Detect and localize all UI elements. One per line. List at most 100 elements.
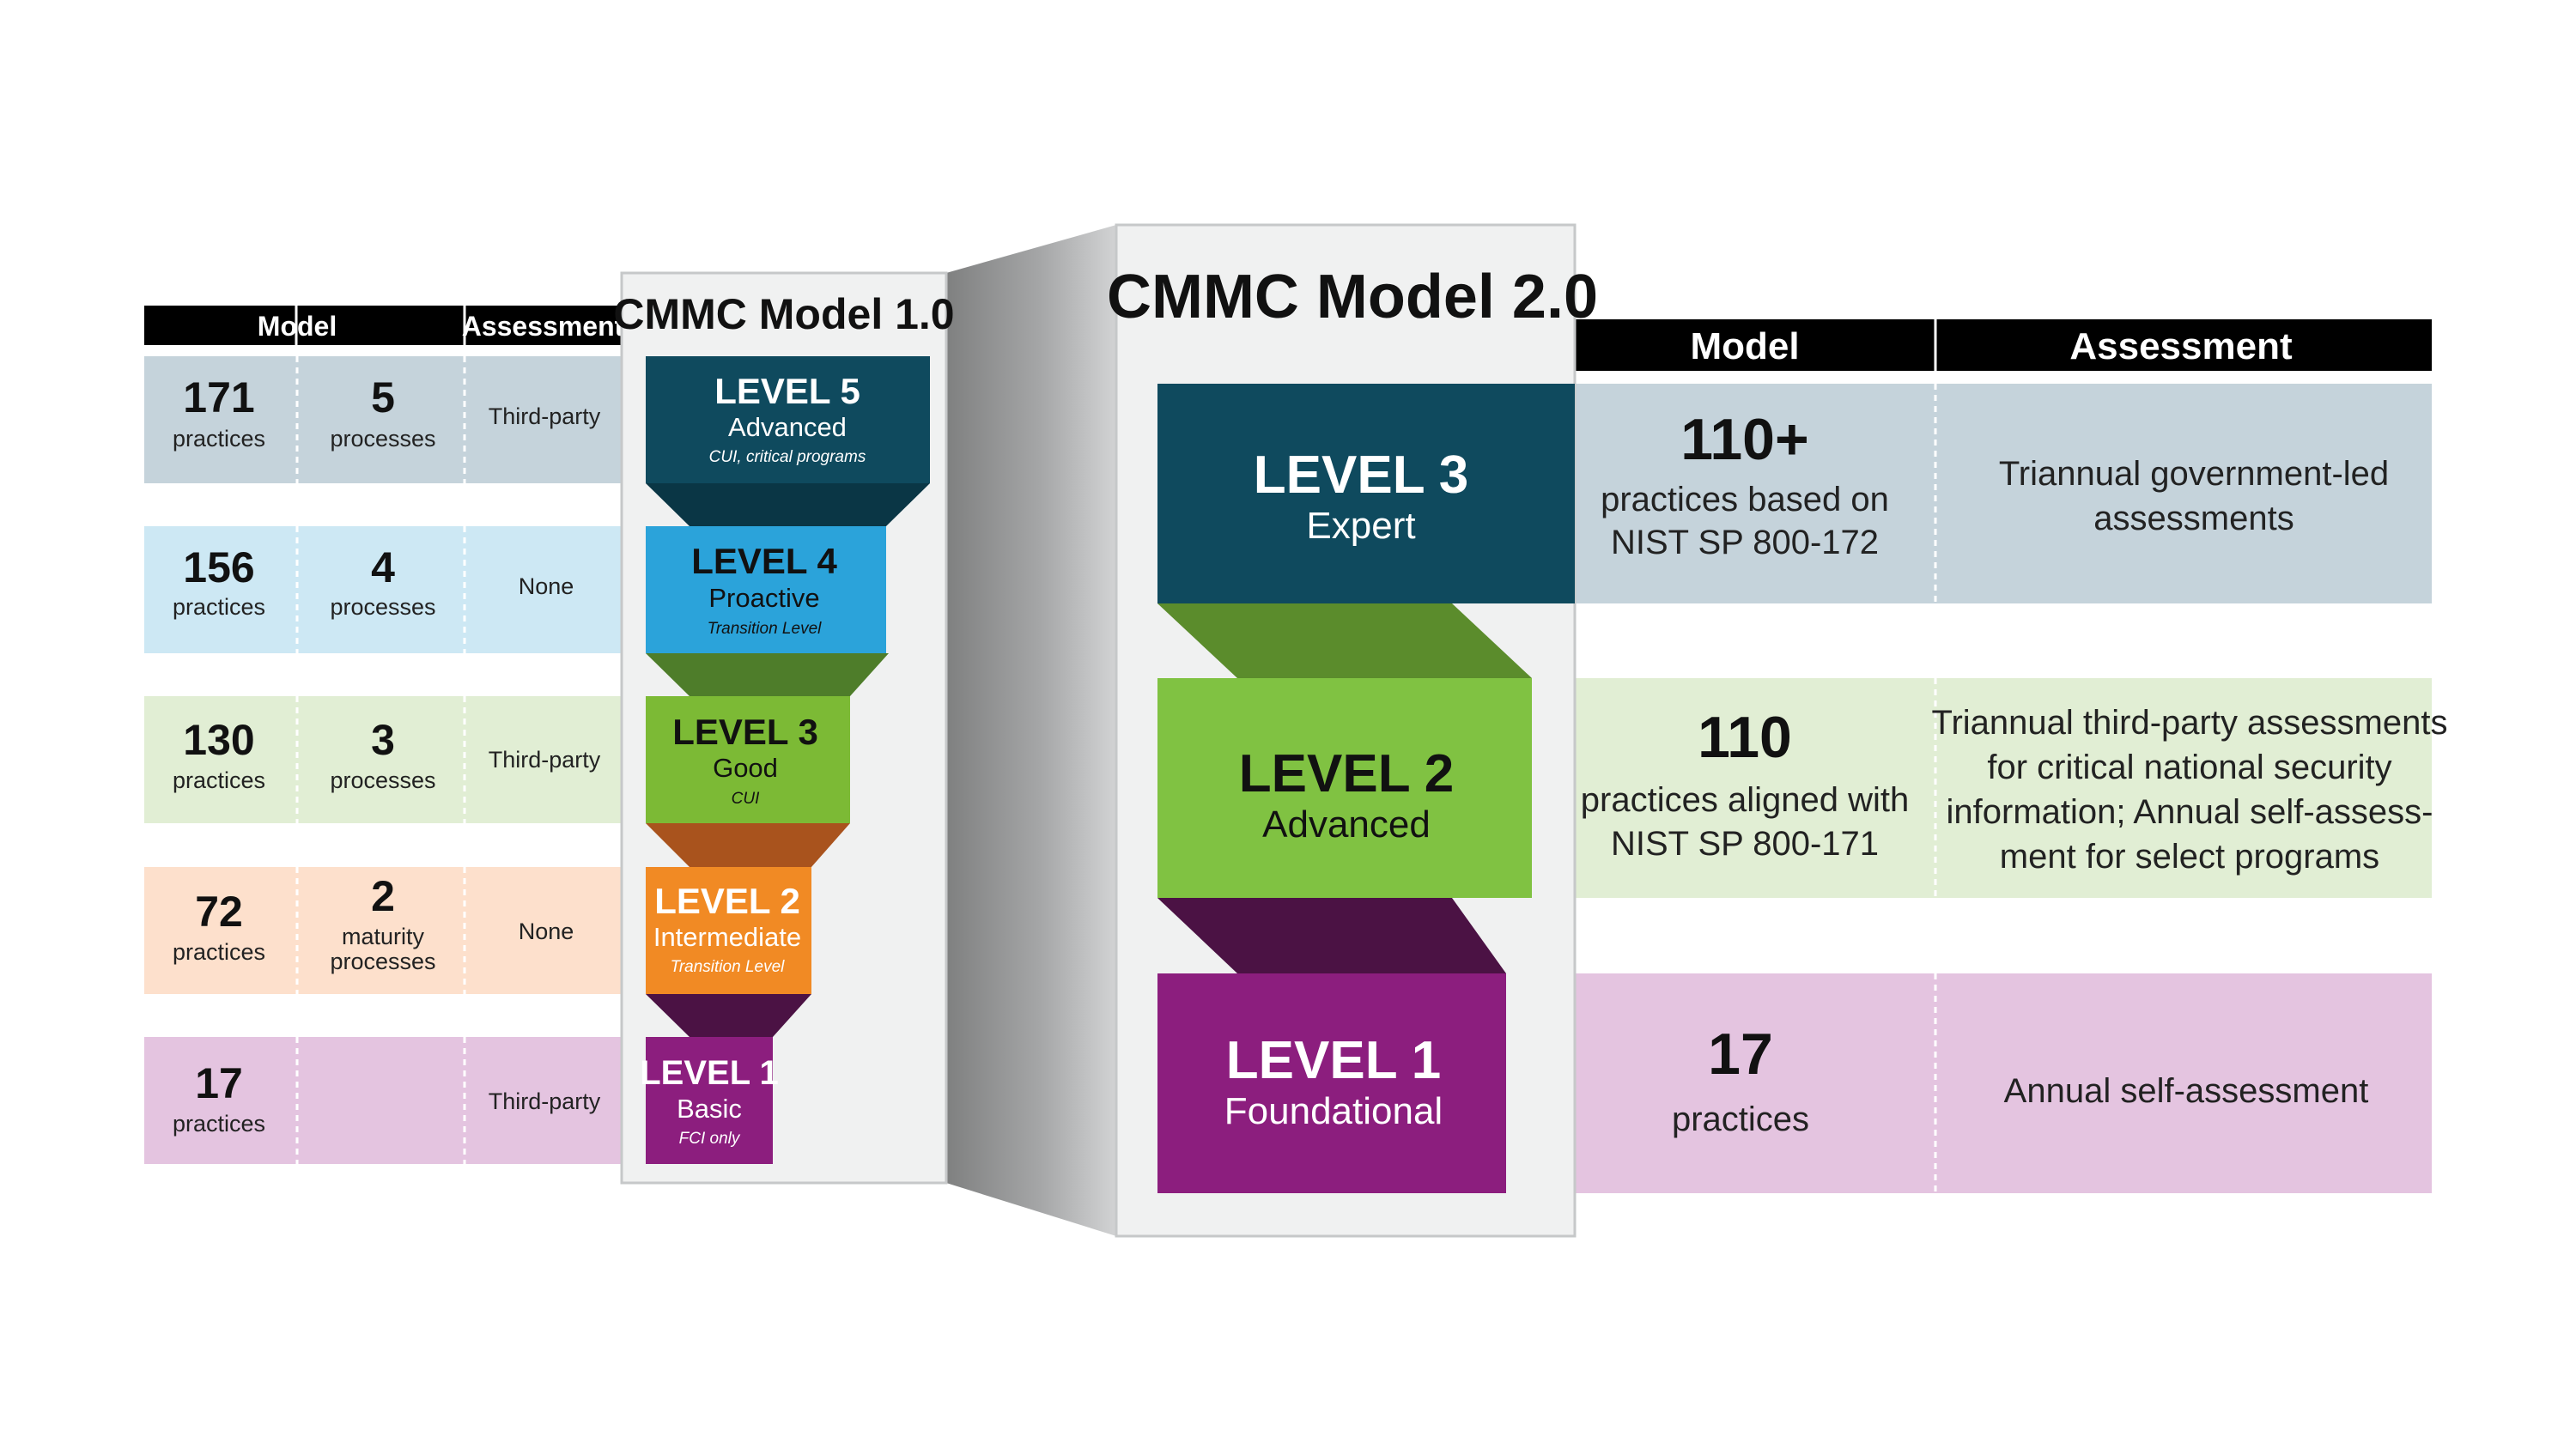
v1-level-5-sub: CUI, critical programs (709, 448, 866, 466)
v2-assessment-line: information; Annual self-assess- (1947, 793, 2433, 831)
v2-header-bar (1575, 319, 2432, 371)
v1-practices-label: practices (173, 594, 265, 620)
v2-practice-count: 110 (1698, 705, 1792, 770)
v1-fold-3-2 (646, 823, 850, 867)
v2-practice-desc: practices aligned with (1581, 781, 1909, 819)
v2-assessment-line: Annual self-assessment (2004, 1072, 2369, 1110)
v1-level-2-name: LEVEL 2 (654, 881, 800, 921)
v2-assessment-line: Triannual third-party assessments (1932, 704, 2448, 742)
v1-assessment: Third-party (489, 403, 601, 429)
v2-level-1-desc: Foundational (1224, 1090, 1443, 1132)
v1-row-2 (144, 867, 623, 994)
v2-row-1 (1503, 973, 2432, 1193)
v1-processes-num: 5 (371, 373, 395, 421)
v1-fold-2-1 (646, 994, 811, 1037)
v1-fold-5-4 (646, 483, 930, 526)
v1-level-1 (646, 1037, 773, 1164)
v1-level-2 (646, 867, 811, 994)
v1-practices-num: 156 (183, 543, 254, 591)
v1-processes-num: 2 (371, 872, 395, 920)
v2-practice-count: 110+ (1680, 407, 1808, 472)
v1-processes-label: processes (330, 594, 435, 620)
v2-level-3 (1157, 384, 1575, 603)
v2-practice-desc: practices based on (1601, 481, 1889, 518)
v1-level-2-desc: Intermediate (653, 922, 801, 952)
v1-level-1-block: LEVEL 1 Basic FCI only (640, 1037, 779, 1164)
v1-panel: CMMC Model 1.0 LEVEL 5 Advanced CUI, cri… (613, 271, 955, 1185)
v1-processes-label: processes (330, 426, 435, 452)
v2-section: Model Assessment (1503, 319, 2432, 1193)
v2-row-3 (1575, 384, 2432, 603)
v1-header-model: Model (258, 311, 337, 342)
connector-bridge (946, 225, 1116, 1236)
v1-level-4-name: LEVEL 4 (691, 541, 837, 581)
v1-processes-label: maturity (342, 924, 425, 949)
v1-level-3-desc: Good (713, 753, 778, 783)
v2-header-model: Model (1690, 325, 1799, 367)
v1-row-3 (144, 696, 623, 823)
v1-practices-label: practices (173, 1111, 265, 1137)
v1-row-1 (144, 1037, 623, 1164)
v2-practice-desc-2: NIST SP 800-172 (1611, 524, 1879, 561)
v1-level-3 (646, 696, 850, 823)
v1-level-5-name: LEVEL 5 (714, 371, 860, 411)
v1-level-1-desc: Basic (677, 1094, 742, 1124)
v1-practices-label: practices (173, 426, 265, 452)
v2-level-2-name: LEVEL 2 (1239, 744, 1454, 803)
v1-assessment: Third-party (489, 747, 601, 773)
v1-assessment: None (519, 919, 574, 944)
v1-header-assessment: Assessment (462, 311, 624, 342)
v2-row-2 (1503, 678, 2432, 898)
v2-level-3-desc: Expert (1306, 505, 1415, 547)
v1-header-bar (144, 306, 621, 345)
v1-level-2-block: LEVEL 2 Intermediate Transition Level (646, 867, 811, 994)
v1-processes-label-2: processes (330, 949, 435, 974)
v1-assessment: Third-party (489, 1088, 601, 1114)
v2-level-2 (1157, 678, 1532, 898)
v1-practices-num: 171 (183, 373, 254, 421)
v2-assessment-line: assessments (2093, 500, 2293, 537)
v2-fold-3-2 (1157, 603, 1532, 678)
v2-assessment-line: ment for select programs (2000, 838, 2379, 876)
v1-level-5-desc: Advanced (728, 412, 847, 442)
v2-panel: CMMC Model 2.0 LEVEL 3 Expert LEVEL 2 Ad… (1107, 223, 1598, 1238)
v1-level-4-desc: Proactive (708, 583, 819, 613)
v1-level-4 (646, 526, 886, 653)
v1-level-4-block: LEVEL 4 Proactive Transition Level (646, 526, 886, 653)
v1-practices-label: practices (173, 939, 265, 965)
v1-level-3-block: LEVEL 3 Good CUI (646, 696, 850, 823)
v1-level-2-sub: Transition Level (671, 958, 785, 976)
v1-fold-4-3 (646, 653, 889, 696)
v2-level-1 (1157, 973, 1506, 1193)
v1-level-3-sub: CUI (732, 790, 760, 808)
v1-level-5-block: LEVEL 5 Advanced CUI, critical programs (646, 356, 930, 483)
v1-processes-num: 4 (371, 543, 395, 591)
v1-practices-num: 17 (195, 1059, 243, 1107)
v2-level-1-block: LEVEL 1 Foundational (1157, 973, 1506, 1193)
v1-level-4-sub: Transition Level (708, 620, 822, 638)
v1-level-1-sub: FCI only (679, 1130, 741, 1148)
v2-assessment-line: Triannual government-led (1999, 455, 2389, 493)
v2-level-2-desc: Advanced (1262, 803, 1431, 846)
v2-level-3-name: LEVEL 3 (1254, 446, 1468, 505)
v2-practice-desc-2: NIST SP 800-171 (1611, 825, 1879, 863)
v1-title: CMMC Model 1.0 (613, 290, 954, 338)
v1-section: Model Assessment 171 practices 5 process… (144, 306, 624, 1164)
v1-level-5 (646, 356, 930, 483)
v1-assessment: None (519, 573, 574, 599)
v2-practice-count: 17 (1708, 1022, 1773, 1087)
v1-level-3-name: LEVEL 3 (672, 712, 818, 752)
v1-level-1-name: LEVEL 1 (640, 1054, 779, 1092)
v2-level-2-block: LEVEL 2 Advanced (1157, 678, 1532, 898)
v2-title: CMMC Model 2.0 (1107, 263, 1598, 331)
v1-row-4 (144, 526, 623, 653)
v1-practices-num: 130 (183, 716, 254, 764)
v2-level-3-block: LEVEL 3 Expert (1157, 384, 1575, 603)
v2-assessment-line: for critical national security (1987, 749, 2391, 786)
v2-row-content: 110+ practices based on NIST SP 800-172 … (1581, 407, 2448, 1138)
v1-practices-num: 72 (195, 888, 243, 936)
v1-row-5 (144, 356, 623, 483)
v2-practice-desc: practices (1672, 1100, 1809, 1138)
v1-processes-num: 3 (371, 716, 395, 764)
